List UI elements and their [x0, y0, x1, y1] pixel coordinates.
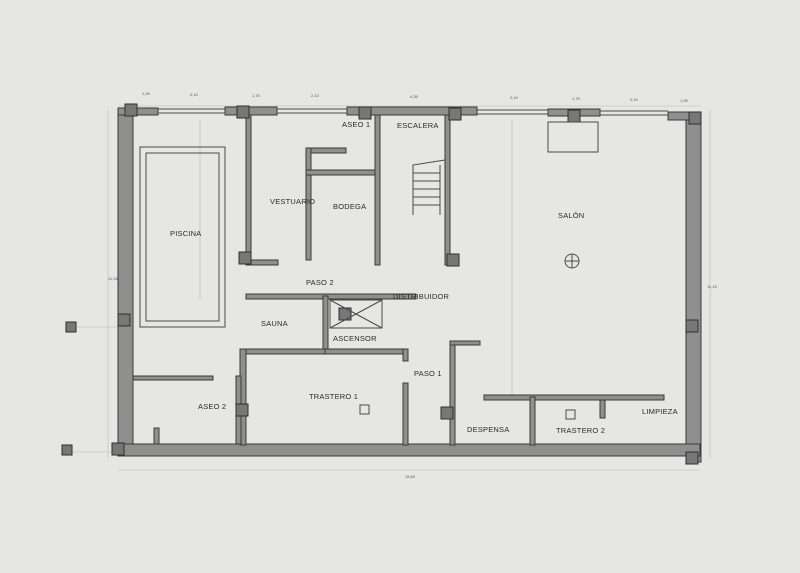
- room-label-sauna: SAUNA: [261, 319, 288, 328]
- elevator: [329, 299, 383, 329]
- room-label-escalera: ESCALERA: [397, 121, 439, 130]
- dimension-labels: 1,05 2,10 1,75 2,10 4,35 2,10 1,75 2,10 …: [108, 91, 717, 479]
- room-label-despensa: DESPENSA: [467, 425, 509, 434]
- room-label-distribuidor: DISTRIBUIDOR: [393, 292, 450, 301]
- columns: [61, 103, 702, 465]
- room-label-aseo2: ASEO 2: [198, 402, 226, 411]
- dim-top-3: 1,75: [252, 93, 261, 98]
- interior-walls: [132, 114, 665, 446]
- dim-top-6: 2,10: [510, 95, 519, 100]
- room-label-salon: SALÓN: [558, 211, 584, 220]
- grid-lines: [68, 105, 711, 471]
- dim-top-1: 1,05: [142, 91, 151, 96]
- staircase: [412, 159, 446, 215]
- dim-top-8: 2,10: [630, 97, 639, 102]
- room-label-vestuario: VESTUARIO: [270, 197, 315, 206]
- room-label-trastero2: TRASTERO 2: [556, 426, 605, 435]
- dim-top-4: 2,10: [311, 93, 320, 98]
- room-label-limpieza: LIMPIEZA: [642, 407, 678, 416]
- room-label-paso2: PASO 2: [306, 278, 334, 287]
- dim-overall-height: 11,15: [707, 284, 717, 289]
- dim-left-height: 11,15: [108, 276, 118, 281]
- room-label-piscina: PISCINA: [170, 229, 201, 238]
- room-labels: PISCINA VESTUARIO ASEO 1 BODEGA ESCALERA…: [170, 120, 678, 435]
- fixtures: [359, 121, 599, 420]
- room-label-bodega: BODEGA: [333, 202, 366, 211]
- dim-top-9: 1,05: [680, 98, 689, 103]
- room-label-ascensor: ASCENSOR: [333, 334, 377, 343]
- dim-top-7: 1,75: [572, 96, 581, 101]
- dim-overall-width: 15,60: [405, 474, 416, 479]
- room-label-aseo1: ASEO 1: [342, 120, 370, 129]
- pool: [139, 146, 226, 328]
- room-label-paso1: PASO 1: [414, 369, 442, 378]
- room-label-trastero1: TRASTERO 1: [309, 392, 358, 401]
- dim-top-2: 2,10: [190, 92, 199, 97]
- dim-top-5: 4,35: [410, 94, 419, 99]
